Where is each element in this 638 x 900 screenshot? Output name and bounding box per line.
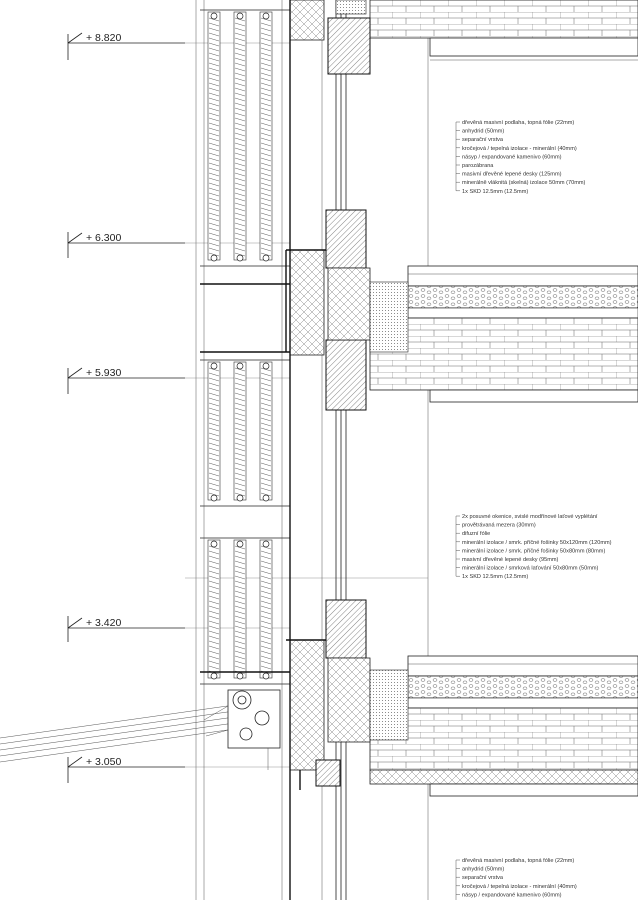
notes-upper: dřevěná masivní podlaha, topná fólie (22… xyxy=(455,120,586,195)
shutter-board xyxy=(233,11,247,261)
level-label: + 3.050 xyxy=(86,756,121,768)
shutter-mechanism xyxy=(0,689,281,770)
level-label: + 5.930 xyxy=(86,367,121,379)
wall-section xyxy=(289,0,347,900)
note-line: násyp / expandované kamenivo (60mm) xyxy=(462,892,562,898)
note-line: anhydrid (50mm) xyxy=(462,867,504,873)
level-label: + 6.300 xyxy=(86,232,121,244)
note-line: dřevěná masivní podlaha, topná fólie (22… xyxy=(462,858,574,864)
note-line: minerálně vláknitá (skelná) izolace 50mm… xyxy=(462,180,586,186)
level-marker: + 5.930 xyxy=(67,367,185,394)
level-label: + 8.820 xyxy=(86,32,121,44)
note-line: kročejová / tepelná izolace - minerální … xyxy=(462,146,577,152)
note-line: anhydrid (50mm) xyxy=(462,129,504,135)
notes-lower: dřevěná masivní podlaha, topná fólie (22… xyxy=(455,858,577,900)
shutter-board xyxy=(259,11,273,261)
note-line: separační vrstva xyxy=(462,137,504,143)
level-marker: + 3.420 xyxy=(67,616,185,642)
level-label: + 3.420 xyxy=(86,617,121,629)
note-line: minerální izolace / smrk. příčné fošinky… xyxy=(462,540,612,546)
note-line: difuzní fólie xyxy=(462,531,490,537)
note-line: dřevěná masivní podlaha, topná fólie (22… xyxy=(462,120,574,126)
note-line: masivní dřevěné lepené desky (125mm) xyxy=(462,172,562,178)
floor-slab-top xyxy=(327,0,638,75)
shutter-lamellas xyxy=(200,0,290,900)
note-line: minerální izolace / smrk. příčné fošinky… xyxy=(462,548,605,554)
note-line: kročejová / tepelná izolace - minerální … xyxy=(462,884,577,890)
note-line: separační vrstva xyxy=(462,875,504,881)
level-marker: + 8.820 xyxy=(67,32,185,60)
note-line: 2x posuvné okenice, svislé modřínové lať… xyxy=(462,514,598,520)
note-line: 1x SKD 12.5mm (12.5mm) xyxy=(462,189,528,195)
note-line: 1x SKD 12.5mm (12.5mm) xyxy=(462,574,528,580)
floor-slab-middle xyxy=(200,209,638,411)
level-marker: + 3.050 xyxy=(67,756,185,783)
floor-slab-lower xyxy=(200,599,638,797)
note-line: minerální izolace / smrková laťování 50x… xyxy=(462,566,599,572)
note-line: násyp / expandované kamenivo (60mm) xyxy=(462,154,562,160)
shutter-board xyxy=(207,11,221,261)
note-line: provětrávaná mezera (30mm) xyxy=(462,523,536,529)
level-marker: + 6.300 xyxy=(67,232,185,258)
note-line: masivní dřevěné lepené desky (95mm) xyxy=(462,557,559,563)
notes-wall: 2x posuvné okenice, svislé modřínové lať… xyxy=(455,514,612,580)
note-line: parozábrana xyxy=(462,163,494,169)
